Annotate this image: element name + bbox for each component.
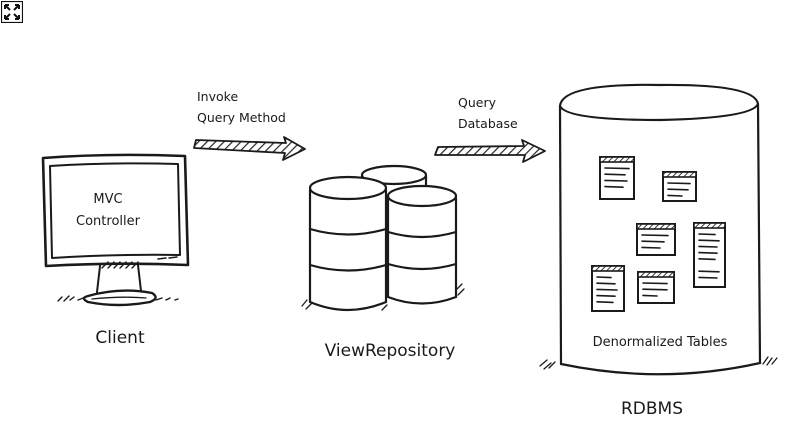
expand-button[interactable] bbox=[0, 0, 24, 24]
table-icon bbox=[693, 222, 726, 288]
denormalized-tables bbox=[591, 156, 726, 312]
view-repository-barrels bbox=[301, 164, 465, 312]
table-row-line bbox=[596, 282, 616, 285]
table-icon bbox=[636, 223, 676, 256]
table-row-line bbox=[596, 300, 614, 304]
table-header bbox=[636, 223, 676, 230]
table-row-line bbox=[698, 251, 718, 254]
arrow2-line2: Database bbox=[458, 116, 518, 131]
table-row-line bbox=[698, 233, 716, 236]
monitor-frame bbox=[41, 153, 190, 268]
table-icon bbox=[591, 265, 625, 312]
table-row-line bbox=[604, 167, 630, 170]
table-row-line bbox=[641, 234, 669, 237]
client-screen-line2: Controller bbox=[76, 214, 141, 229]
table-row-line bbox=[641, 240, 665, 243]
table-header bbox=[693, 222, 726, 229]
arrow-invoke-query bbox=[193, 136, 306, 161]
table-row-line bbox=[604, 179, 628, 182]
table-header bbox=[599, 156, 635, 163]
table-icon bbox=[599, 156, 635, 200]
table-row-line bbox=[698, 245, 718, 248]
client-monitor bbox=[41, 153, 190, 307]
table-icon bbox=[637, 271, 675, 304]
table-row-line bbox=[596, 294, 616, 298]
expand-icon bbox=[0, 0, 24, 24]
arrow1-line1: Invoke bbox=[197, 89, 238, 104]
table-row-line bbox=[642, 294, 658, 297]
table-row-line bbox=[596, 288, 618, 291]
table-icon bbox=[662, 171, 697, 202]
table-row-line bbox=[698, 239, 720, 242]
table-row-line bbox=[604, 173, 626, 176]
table-row-line bbox=[667, 188, 689, 191]
table-header bbox=[591, 265, 625, 272]
arrow-query-database bbox=[434, 139, 546, 163]
table-row-line bbox=[698, 276, 718, 279]
arrow1-line2: Query Method bbox=[197, 110, 286, 125]
barrel-stack-right bbox=[386, 184, 465, 305]
client-screen-line1: MVC bbox=[93, 192, 122, 207]
table-outline bbox=[599, 156, 635, 200]
table-row-line bbox=[698, 270, 720, 273]
table-header bbox=[637, 271, 675, 278]
table-row-line bbox=[641, 246, 661, 249]
table-row-line bbox=[698, 257, 716, 261]
rdbms-inner-label: Denormalized Tables bbox=[593, 335, 728, 350]
table-header bbox=[662, 171, 697, 178]
monitor-screen bbox=[49, 162, 181, 259]
table-row-line bbox=[642, 288, 668, 291]
repository-label: ViewRepository bbox=[325, 341, 456, 361]
table-row-line bbox=[604, 185, 624, 188]
arrow2-line1: Query bbox=[458, 95, 497, 110]
table-outline bbox=[591, 265, 625, 312]
table-row-line bbox=[667, 182, 691, 185]
client-label: Client bbox=[95, 328, 145, 348]
table-row-line bbox=[596, 276, 612, 279]
table-row-line bbox=[642, 282, 668, 285]
barrel-stack-left bbox=[301, 175, 388, 312]
table-row-line bbox=[667, 194, 683, 197]
rdbms-label: RDBMS bbox=[621, 399, 683, 419]
